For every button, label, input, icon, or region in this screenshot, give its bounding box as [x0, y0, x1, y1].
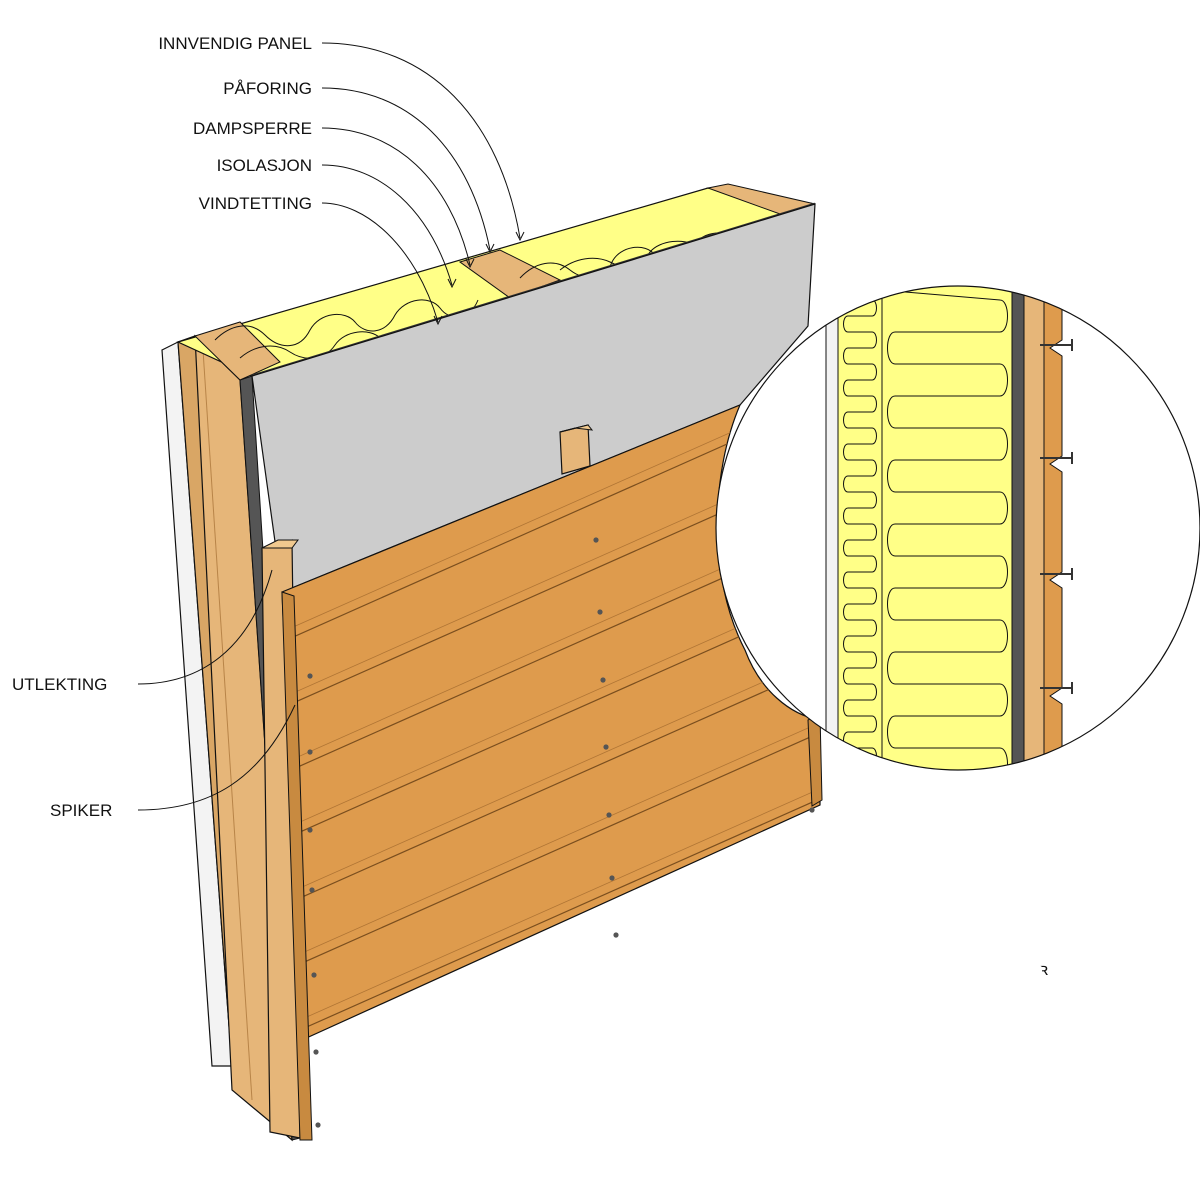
nail-head	[313, 1049, 319, 1055]
leader-dampsperre	[321, 127, 471, 266]
nail-head	[603, 744, 609, 750]
label-utlekting: UTLEKTING	[12, 675, 107, 694]
nail-head	[609, 875, 615, 881]
nail-head	[606, 812, 612, 818]
nail-head	[593, 537, 599, 543]
main-insulation-loop	[881, 289, 1008, 770]
board-joint	[282, 771, 820, 1039]
leader-paforing	[321, 87, 491, 251]
leader-arrowheads	[433, 231, 525, 326]
board-groove	[282, 761, 820, 1029]
label-vindtetting: VINDTETTING	[199, 194, 312, 213]
detail-nails	[1040, 339, 1073, 694]
nail-head	[315, 1122, 321, 1128]
batten-middle	[559, 424, 594, 475]
label-spiker: SPIKER	[50, 801, 112, 820]
nail-head	[613, 932, 619, 938]
insulation-loops	[841, 289, 1008, 770]
label-dampsperre: DAMPSPERRE	[193, 119, 312, 138]
nail-head	[309, 887, 315, 893]
nail-head	[809, 807, 815, 813]
nail-head	[307, 749, 313, 755]
leader-lines	[137, 42, 525, 811]
nail-head	[311, 972, 317, 978]
nail-head	[307, 673, 313, 679]
nail-head	[597, 609, 603, 615]
nail-head	[307, 827, 313, 833]
board-joint	[282, 705, 820, 973]
board-groove	[282, 695, 820, 963]
leader-innvendig-panel	[321, 42, 521, 239]
label-isolasjon: ISOLASJON	[217, 156, 312, 175]
labels: INNVENDIG PANEL PÅFORING DAMPSPERRE ISOL…	[12, 34, 1048, 979]
nail-head	[600, 677, 606, 683]
leader-spiker	[137, 704, 296, 811]
label-paforing: PÅFORING	[223, 79, 312, 98]
stray-mark: ꝛ	[1040, 960, 1048, 979]
detail-circle	[715, 285, 1200, 771]
label-innvendig-panel: INNVENDIG PANEL	[158, 34, 312, 53]
leader-isolasjon	[321, 164, 453, 286]
thin-insulation-loop	[841, 289, 877, 770]
leader-utlekting	[137, 569, 273, 685]
leader-vindtetting	[321, 202, 439, 323]
